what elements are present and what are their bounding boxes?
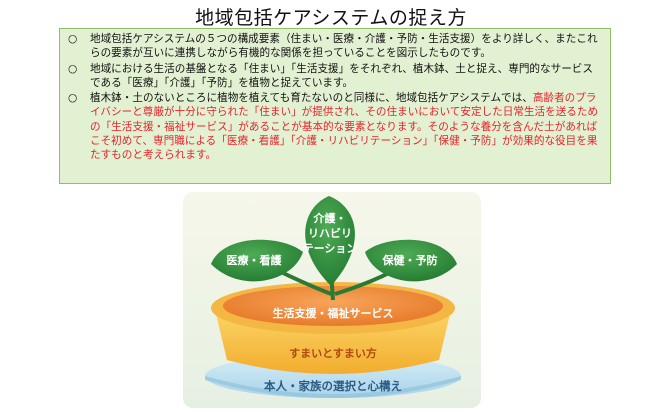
flowerpot-diagram: 医療・看護 介護・ リハビリ テーション 保健・予防 生活支援・福祉サービス す…	[181, 190, 483, 410]
leaf-center-label-line3: テーション	[303, 242, 358, 255]
bullet-circle: ○	[68, 62, 78, 75]
leaf-right	[365, 239, 457, 282]
flowerpot-illustration: 医療・看護 介護・ リハビリ テーション 保健・予防 生活支援・福祉サービス す…	[183, 192, 481, 408]
leaf-center-label-line2: リハビリ	[308, 226, 352, 240]
bullet-circle: ○	[68, 33, 78, 45]
pot-label: すまいとすまい方	[289, 346, 377, 360]
paragraph-1-text: 地域包括ケアシステムの５つの構成要素（住まい・医療・介護・予防・生活支援）をより…	[90, 32, 602, 61]
paragraph-3-segment-highlight: 高齢者のプライバシーと尊厳が十分に守られた「住まい」が提供され、その住まいにおい…	[90, 92, 599, 162]
description-box: ○ 地域包括ケアシステムの５つの構成要素（住まい・医療・介護・予防・生活支援）を…	[59, 28, 611, 184]
paragraph-1-segment: 地域包括ケアシステムの５つの構成要素（住まい・医療・介護・予防・生活支援）をより…	[90, 33, 598, 60]
bullet-circle: ○	[68, 92, 78, 105]
paragraph-2-segment: 地域における生活の基盤となる「住まい」「生活支援」をそれぞれ、植木鉢、土と捉え、…	[90, 62, 593, 89]
paragraph-2: ○ 地域における生活の基盤となる「住まい」「生活支援」をそれぞれ、植木鉢、土と捉…	[68, 62, 602, 91]
leaf-right-label: 保健・予防	[382, 253, 438, 267]
leaf-left-label: 医療・看護	[227, 253, 283, 267]
base-label: 本人・家族の選択と心構え	[264, 379, 402, 393]
paragraph-3-text: 植木鉢・土のないところに植物を植えても育たないのと同様に、地域包括ケアシステムで…	[90, 91, 602, 162]
soil	[223, 286, 443, 326]
leaf-left	[211, 239, 303, 282]
paragraph-3: ○ 植木鉢・土のないところに植物を植えても育たないのと同様に、地域包括ケアシステ…	[68, 91, 602, 162]
paragraph-1: ○ 地域包括ケアシステムの５つの構成要素（住まい・医療・介護・予防・生活支援）を…	[68, 32, 602, 61]
soil-label: 生活支援・福祉サービス	[273, 306, 394, 320]
paragraph-3-segment-plain: 植木鉢・土のないところに植物を植えても育たないのと同様に、地域包括ケアシステムで…	[90, 92, 533, 105]
paragraph-2-text: 地域における生活の基盤となる「住まい」「生活支援」をそれぞれ、植木鉢、土と捉え、…	[90, 62, 602, 91]
leaf-center-label-line1: 介護・	[313, 211, 347, 225]
page-title: 地域包括ケアシステムの捉え方	[195, 7, 467, 29]
base-plate-edge	[205, 376, 461, 398]
leaf-center	[305, 196, 355, 286]
